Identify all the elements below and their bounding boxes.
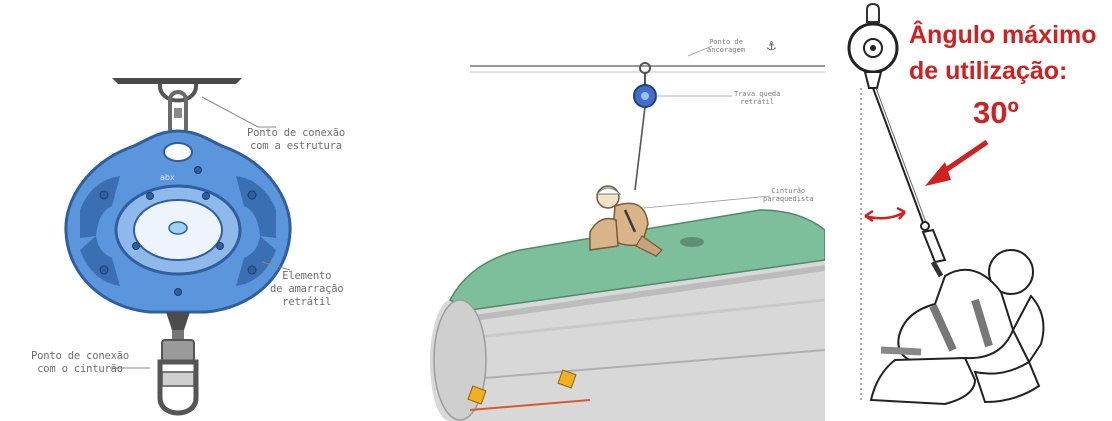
label-line: com o cinturão: [31, 363, 129, 376]
svg-text:⚓: ⚓: [766, 39, 777, 53]
label-harness-connection: Ponto de conexão com o cinturão: [31, 350, 129, 376]
worker-figure: [590, 186, 662, 256]
worker-on-tank-illustration: ⚓ Ponto de ancoragem Trava queda retráti…: [430, 0, 825, 421]
max-angle-title-line2: de utilização:: [909, 56, 1067, 86]
person-figure: [871, 250, 1043, 404]
max-angle-title-line1: Ângulo máximo: [909, 20, 1097, 50]
label-line: retrátil: [270, 296, 343, 309]
bottom-swivel: [166, 312, 190, 330]
label-retractable-element: Elemento de amarração retrátil: [270, 270, 343, 309]
lifeline: [635, 107, 645, 190]
label-line: Trava queda: [734, 90, 780, 98]
max-angle-value: 30º: [973, 96, 1019, 130]
device-center-dot: [169, 222, 187, 234]
label-line: ancoragem: [707, 46, 745, 54]
label-line: Elemento: [270, 270, 343, 283]
ceiling-plate: [112, 78, 242, 84]
retractable-device-illustration: abx Ponto de conexão com a estrutura Ele…: [0, 0, 430, 421]
worker-tank-drawing: ⚓: [430, 0, 825, 421]
label-harness: Cinturão paraquedista: [763, 187, 814, 203]
label-line: retrátil: [734, 98, 780, 106]
label-structure-connection: Ponto de conexão com a estrutura: [247, 127, 345, 153]
label-line: Ponto de conexão: [247, 127, 345, 140]
label-line: paraquedista: [763, 195, 814, 203]
svg-text:abx: abx: [160, 173, 175, 182]
label-line: Ponto de: [707, 38, 745, 46]
device-top-hole: [164, 143, 192, 161]
label-line: Ponto de conexão: [31, 350, 129, 363]
label-anchor-point: Ponto de ancoragem: [707, 38, 745, 54]
label-line: Cinturão: [763, 187, 814, 195]
lanyard-line: [873, 88, 925, 228]
bottom-carabiner: [160, 362, 196, 413]
label-line: de amarração: [270, 283, 343, 296]
label-line: com a estrutura: [247, 140, 345, 153]
label-fall-arrest: Trava queda retrátil: [734, 90, 780, 106]
max-angle-illustration: Ângulo máximo de utilização: 30º: [825, 0, 1112, 421]
lower-connector: [162, 340, 194, 362]
